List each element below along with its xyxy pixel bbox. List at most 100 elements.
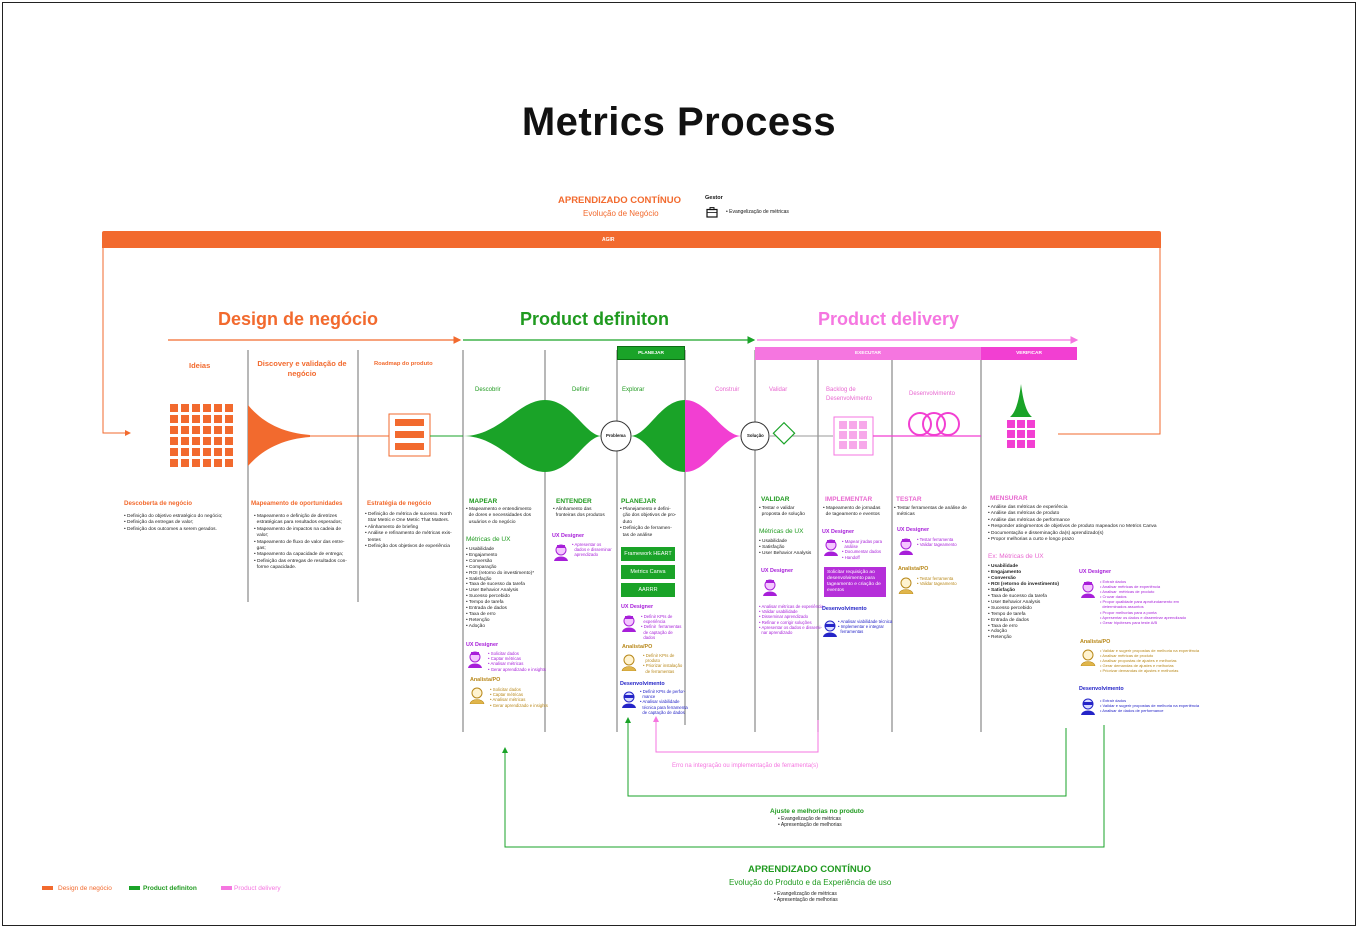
development-loops-icon [908,412,960,436]
mensurar-metrics-bold: • Usabilidade • Engajamento • Conversão … [988,564,1059,593]
bottom-loop-subheading: Evolução do Produto e da Experiência de … [729,878,892,887]
erro-label: Erro na integração ou implementação de f… [672,763,819,769]
explore-diamond-pink [685,400,742,472]
request-box: Solicitar requisição ao desenvolvimento … [824,567,886,597]
ideas-grid-icon [170,404,233,467]
col-definir: Definir [572,387,590,393]
planejar-analista-avatar-icon [620,653,638,672]
col-validar: Validar [769,387,788,393]
testar-analista-role: Analista/PO [898,566,929,572]
mapear-metrics: • Usabilidade • Engajamento • Conversão … [466,547,535,629]
descoberta-title: Descoberta de negócio [124,500,193,507]
agir-bar [102,231,1161,248]
col-descobrir: Descobrir [475,387,501,393]
framework-heart-button[interactable]: Framework HEART [621,547,675,561]
mensurar-metrics: • Taxa de sucesso da tarefa • User Behav… [988,594,1047,641]
col-ideias: Ideias [189,361,211,370]
validar-title: VALIDAR [761,496,790,503]
problem-node [600,420,632,452]
testar-ux-avatar-icon [897,537,915,555]
mapeamento-title: Mapeamento de oportunidades [251,500,343,507]
implementar-dev-avatar-icon [821,619,839,637]
validar-ux-role: UX Designer [761,568,794,574]
problem-diamond [463,400,602,472]
mensurar-icon [1007,384,1035,448]
mapear-ux-tasks: • Solicitar dados • Captar métricas • An… [488,651,546,672]
planejar-dev-avatar-icon [620,690,638,708]
bottom-loop-heading: APRENDIZADO CONTÍNUO [748,864,871,875]
mapear-metrics-title: Métricas de UX [466,536,511,543]
descoberta-items: • Definição do objetivo estratégico do n… [124,514,223,532]
col-backlog: Backlog de Desenvolvimento [826,387,873,402]
planejar-items: • Planejamento e defini- ção dos objetiv… [620,507,677,538]
testar-ux-tasks: • Testar ferramenta • Validar tageamento [917,537,957,548]
legend-delivery: Product delivery [234,885,281,892]
planejar-tag-label: PLANEJAR [638,351,664,356]
erro-loop [653,716,819,753]
mensurar-analista-tasks: • Validar e sugerir propostas de melhori… [1100,648,1200,674]
implementar-title: IMPLEMENTAR [825,496,873,503]
agir-loop-left [102,248,131,436]
ajuste-loop [625,717,1067,797]
gestor-item: • Evangelização de métricas [726,209,789,215]
col-construir: Construir [715,387,740,393]
mapear-analista-role: Analista/PO [470,677,501,683]
top-loop-heading: APRENDIZADO CONTÍNUO [558,195,681,206]
testar-items: • Testar ferramentas de análise de métri… [894,506,967,518]
col-explorar: Explorar [622,387,645,393]
entender-ux-avatar-icon [552,543,570,561]
solution-node-label: Solução [747,433,764,438]
planejar-ux-role: UX Designer [621,604,654,610]
legend-design: Design de negócio [58,885,112,892]
aarrr-button[interactable]: AARRR [621,583,675,597]
roadmap-icon [388,413,431,457]
top-loop-subheading: Evolução de Negócio [583,209,659,218]
mensurar-dev-avatar-icon [1079,697,1097,715]
page-title: Metrics Process [521,100,837,144]
agir-loop-right [1058,248,1161,435]
mensurar-title: MENSURAR [990,495,1028,502]
mapear-ux-role: UX Designer [466,642,499,648]
mapear-title: MAPEAR [469,498,498,505]
planejar-tag [617,346,685,360]
validate-diamond-icon [772,421,796,445]
mensurar-metrics-title: Ex: Métricas de UX [988,553,1044,560]
col-roadmap: Roadmap do produto [374,361,433,367]
validar-metrics-title: Métricas de UX [759,528,804,535]
estrategia-items: • Definição de métrica de sucesso. North… [365,512,452,550]
mapear-items: • Mapeamento e entendimento de dores e n… [466,507,532,525]
mensurar-items: • Análise das métricas de experiência • … [988,505,1157,543]
mensurar-ux-tasks: • Extrair dados • Analisar métricas de e… [1100,579,1187,625]
mapeamento-items: • Mapeamento e definição de diretrizes e… [254,514,347,571]
gestor-label: Gestor [705,195,723,201]
validar-ux-avatar-icon [761,578,779,596]
ajuste-title: Ajuste e melhorias no produto [770,808,864,815]
metrics-canva-button[interactable]: Metrics Canva [621,565,675,579]
entender-title: ENTENDER [556,498,592,505]
implementar-dev-role: Desenvolvimento [822,606,867,612]
verificar-tag [981,347,1077,360]
mapear-analista-avatar-icon [468,686,486,705]
planejar-dev-role: Desenvolvimento [620,681,665,687]
col-discovery: Discovery e validação de negócio [257,359,347,378]
implementar-ux-avatar-icon [822,538,840,556]
validar-items: • Testar e validar proposta de solução [759,506,805,518]
entender-ux-tasks: • Apresentar os dados e disseminar apren… [572,542,612,558]
col-desenvolvimento: Desenvolvimento [909,391,956,397]
planejar-ux-avatar-icon [620,614,638,632]
mensurar-analista-role: Analista/PO [1080,639,1111,645]
planejar-dev-tasks: • Definir KPIs de perfor- mance • Analis… [640,689,688,715]
mensurar-dev-role: Desenvolvimento [1079,686,1124,692]
planejar-ux-tasks: • Definir KPIs de experiência • Definir … [641,614,682,640]
backlog-icon [833,416,874,456]
bottom-loop-items: • Evangelização de métricas • Apresentaç… [774,891,838,904]
validar-ux-tasks: • Analisar métricas de experiência • Val… [759,604,824,636]
entender-items: • Alinhamento das fronteiras dos produto… [553,507,605,519]
planejar-analista-role: Analista/PO [622,644,653,650]
implementar-ux-role: UX Designer [822,529,855,535]
validar-metrics: • Usabilidade • Satisfação • User Behavi… [759,539,812,556]
testar-title: TESTAR [896,496,922,503]
executar-tag [755,347,981,360]
ajuste-items: • Evangelização de métricas • Apresentaç… [778,816,842,829]
